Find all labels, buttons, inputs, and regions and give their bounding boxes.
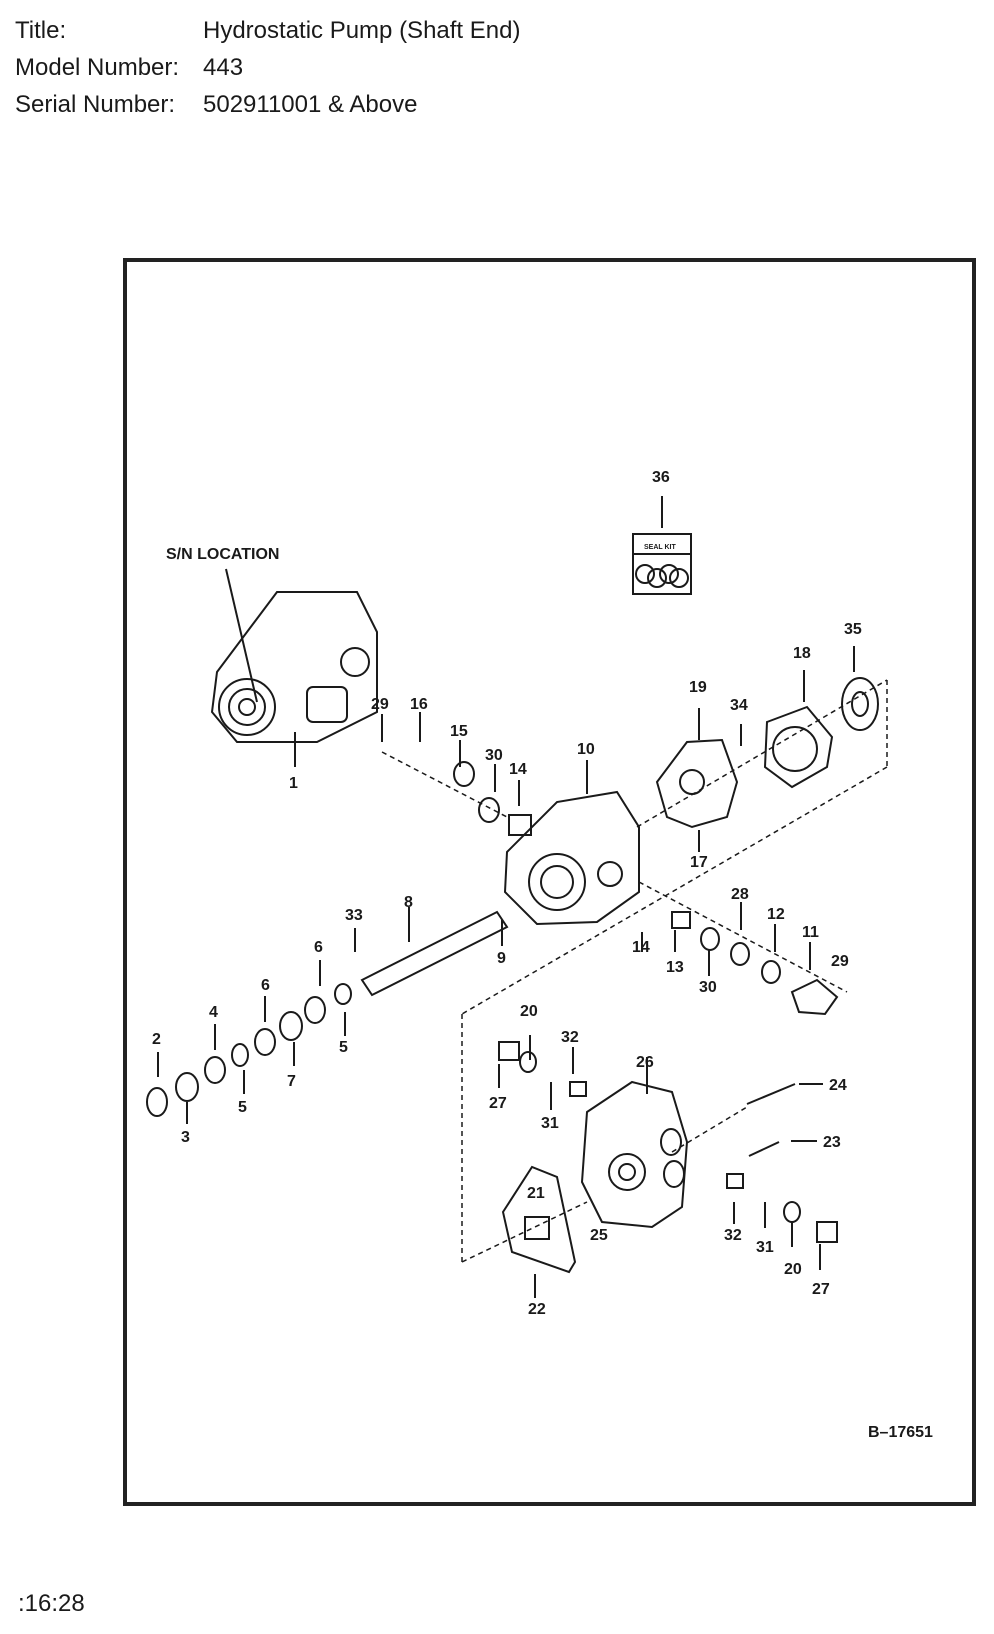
serial-value: 502911001 & Above: [203, 91, 418, 118]
callout-label: 6: [314, 939, 323, 956]
callout-label: 29: [371, 696, 389, 713]
callout-label: 16: [410, 696, 428, 713]
part-info: Title: Hydrostatic Pump (Shaft End) Mode…: [15, 12, 520, 123]
leader-lines: [157, 708, 821, 1270]
model-label: Model Number:: [15, 54, 180, 81]
part-callouts: 36 35 18 19 34 29 16 15 30 14 10 1 17 8 …: [152, 469, 862, 1318]
figure-number: B–17651: [868, 1424, 933, 1441]
callout-label: 32: [561, 1029, 579, 1046]
callout-label: 25: [590, 1227, 608, 1244]
callout-label: 2: [152, 1031, 161, 1048]
callout-label: 31: [756, 1239, 774, 1256]
assembly-lines: [381, 679, 888, 1263]
callout-label: 13: [666, 959, 684, 976]
serial-label: Serial Number:: [15, 91, 176, 118]
callout-label: 4: [209, 1004, 218, 1021]
callout-label: 8: [404, 894, 413, 911]
callout-label: 5: [339, 1039, 348, 1056]
pump-assembly-drawing: [210, 591, 378, 743]
callout-label: 6: [261, 977, 270, 994]
callout-label: 30: [485, 747, 503, 764]
callout-label: 5: [238, 1099, 247, 1116]
sn-location-label: S/N LOCATION: [166, 546, 279, 563]
callout-label: 14: [509, 761, 527, 778]
seal-kit-box: [632, 533, 692, 595]
callout-label: 7: [287, 1073, 296, 1090]
callout-label: 11: [802, 924, 819, 941]
callout-label: 18: [793, 645, 811, 662]
parts-drawing: S/N LOCATION SEAL KIT B–17651 36 35 18 1…: [146, 469, 933, 1441]
serial-row: Serial Number: 502911001 & Above: [15, 86, 520, 123]
callout-label: 21: [527, 1185, 545, 1202]
callout-label: 24: [829, 1077, 847, 1094]
callout-label: 3: [181, 1129, 190, 1146]
callout-label: 27: [812, 1281, 830, 1298]
title-label: Title:: [15, 17, 67, 44]
model-value: 443: [203, 54, 244, 81]
callout-label: 34: [730, 697, 748, 714]
exploded-view-diagram: S/N LOCATION SEAL KIT B–17651 36 35 18 1…: [123, 258, 976, 1506]
callout-label: 29: [831, 953, 849, 970]
callout-label: 31: [541, 1115, 559, 1132]
callout-label: 33: [345, 907, 363, 924]
callout-label: 10: [577, 741, 595, 758]
timestamp: :16:28: [18, 1590, 85, 1617]
callout-label: 12: [767, 906, 785, 923]
title-value: Hydrostatic Pump (Shaft End): [203, 17, 521, 44]
callout-label: 1: [289, 775, 298, 792]
seal-kit-label: SEAL KIT: [644, 544, 676, 551]
callout-label: 22: [528, 1301, 546, 1318]
callout-label: 32: [724, 1227, 742, 1244]
callout-label: 27: [489, 1095, 507, 1112]
title-row: Title: Hydrostatic Pump (Shaft End): [15, 12, 520, 49]
callout-label: 36: [652, 469, 670, 486]
model-row: Model Number: 443: [15, 49, 520, 86]
callout-label: 20: [784, 1261, 802, 1278]
callout-label: 17: [690, 854, 708, 871]
callout-label: 30: [699, 979, 717, 996]
callout-label: 26: [636, 1054, 654, 1071]
callout-label: 23: [823, 1134, 841, 1151]
callout-label: 35: [844, 621, 862, 638]
callout-label: 19: [689, 679, 707, 696]
callout-label: 14: [632, 939, 650, 956]
callout-label: 20: [520, 1003, 538, 1020]
callout-label: 15: [450, 723, 468, 740]
callout-label: 9: [497, 950, 506, 967]
callout-label: 28: [731, 886, 749, 903]
